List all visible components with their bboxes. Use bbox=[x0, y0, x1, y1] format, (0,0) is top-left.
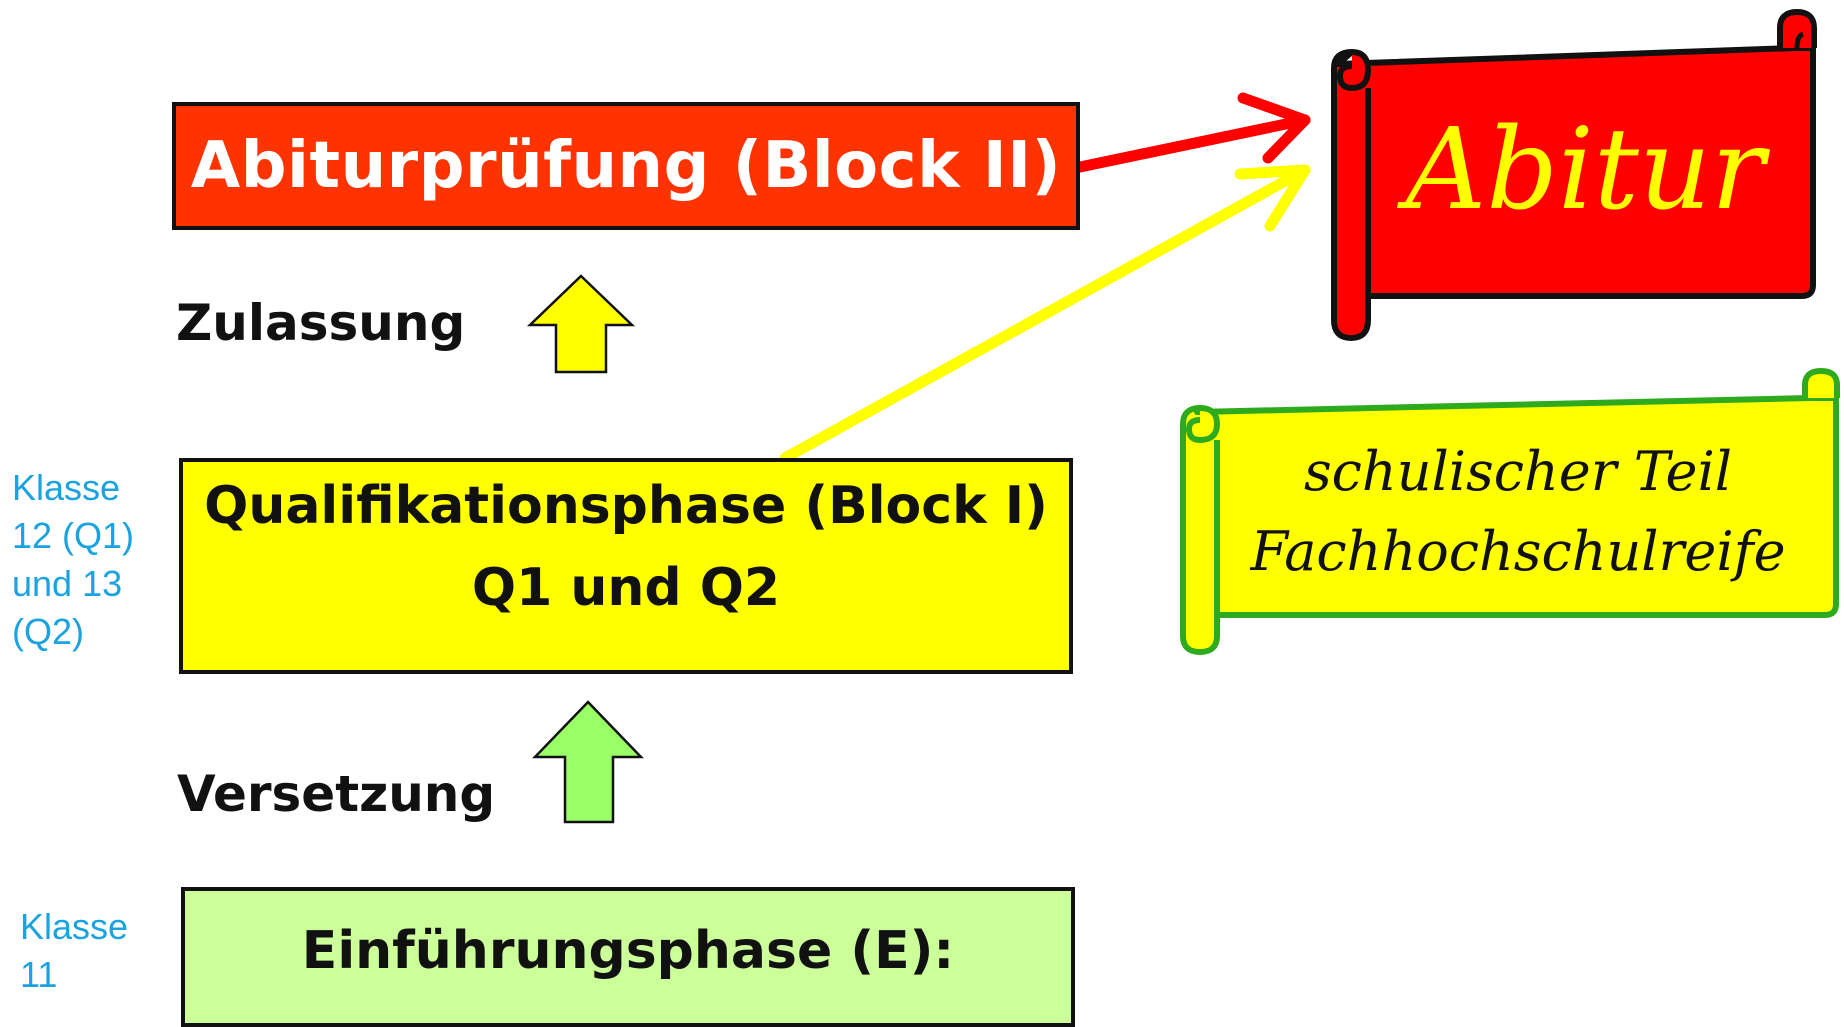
abitur-scroll-icon bbox=[1331, 8, 1817, 341]
fachhochschulreife-certificate-text: schulischer Teil Fachhochschulreife bbox=[1218, 432, 1818, 592]
zulassung-up-arrow-icon bbox=[526, 274, 636, 374]
abiturpruefung-block: Abiturprüfung (Block II) bbox=[172, 102, 1080, 230]
einfuehrungsphase-block: Einführungsphase (E): bbox=[181, 887, 1075, 1027]
klasse-q-label: Klasse 12 (Q1) und 13 (Q2) bbox=[12, 467, 135, 652]
school-pathway-diagram: Abiturprüfung (Block II) Qualifikationsp… bbox=[12, 8, 1840, 1027]
versetzung-label: Versetzung bbox=[177, 765, 496, 823]
qualifikationsphase-title: Qualifikationsphase (Block I) bbox=[204, 476, 1048, 536]
versetzung-up-arrow-icon bbox=[532, 700, 644, 824]
klasse-e-label: Klasse 11 bbox=[20, 906, 129, 995]
fachhochschulreife-line2: Fachhochschulreife bbox=[1250, 520, 1786, 583]
abitur-certificate-label: Abitur bbox=[1405, 105, 1765, 235]
connector-yellow-arrow bbox=[779, 164, 1311, 464]
fachhochschulreife-scroll-icon bbox=[1180, 367, 1840, 655]
fachhochschulreife-line1: schulischer Teil bbox=[1303, 440, 1733, 503]
einfuehrungsphase-label: Einführungsphase (E): bbox=[301, 921, 955, 981]
diagram-graphics bbox=[526, 8, 1840, 824]
connector-red-arrow bbox=[1074, 92, 1311, 173]
zulassung-label: Zulassung bbox=[176, 294, 466, 352]
qualifikationsphase-subtitle: Q1 und Q2 bbox=[471, 558, 781, 618]
qualifikationsphase-block: Qualifikationsphase (Block I) Q1 und Q2 bbox=[179, 458, 1073, 674]
abiturpruefung-label: Abiturprüfung (Block II) bbox=[190, 129, 1062, 203]
